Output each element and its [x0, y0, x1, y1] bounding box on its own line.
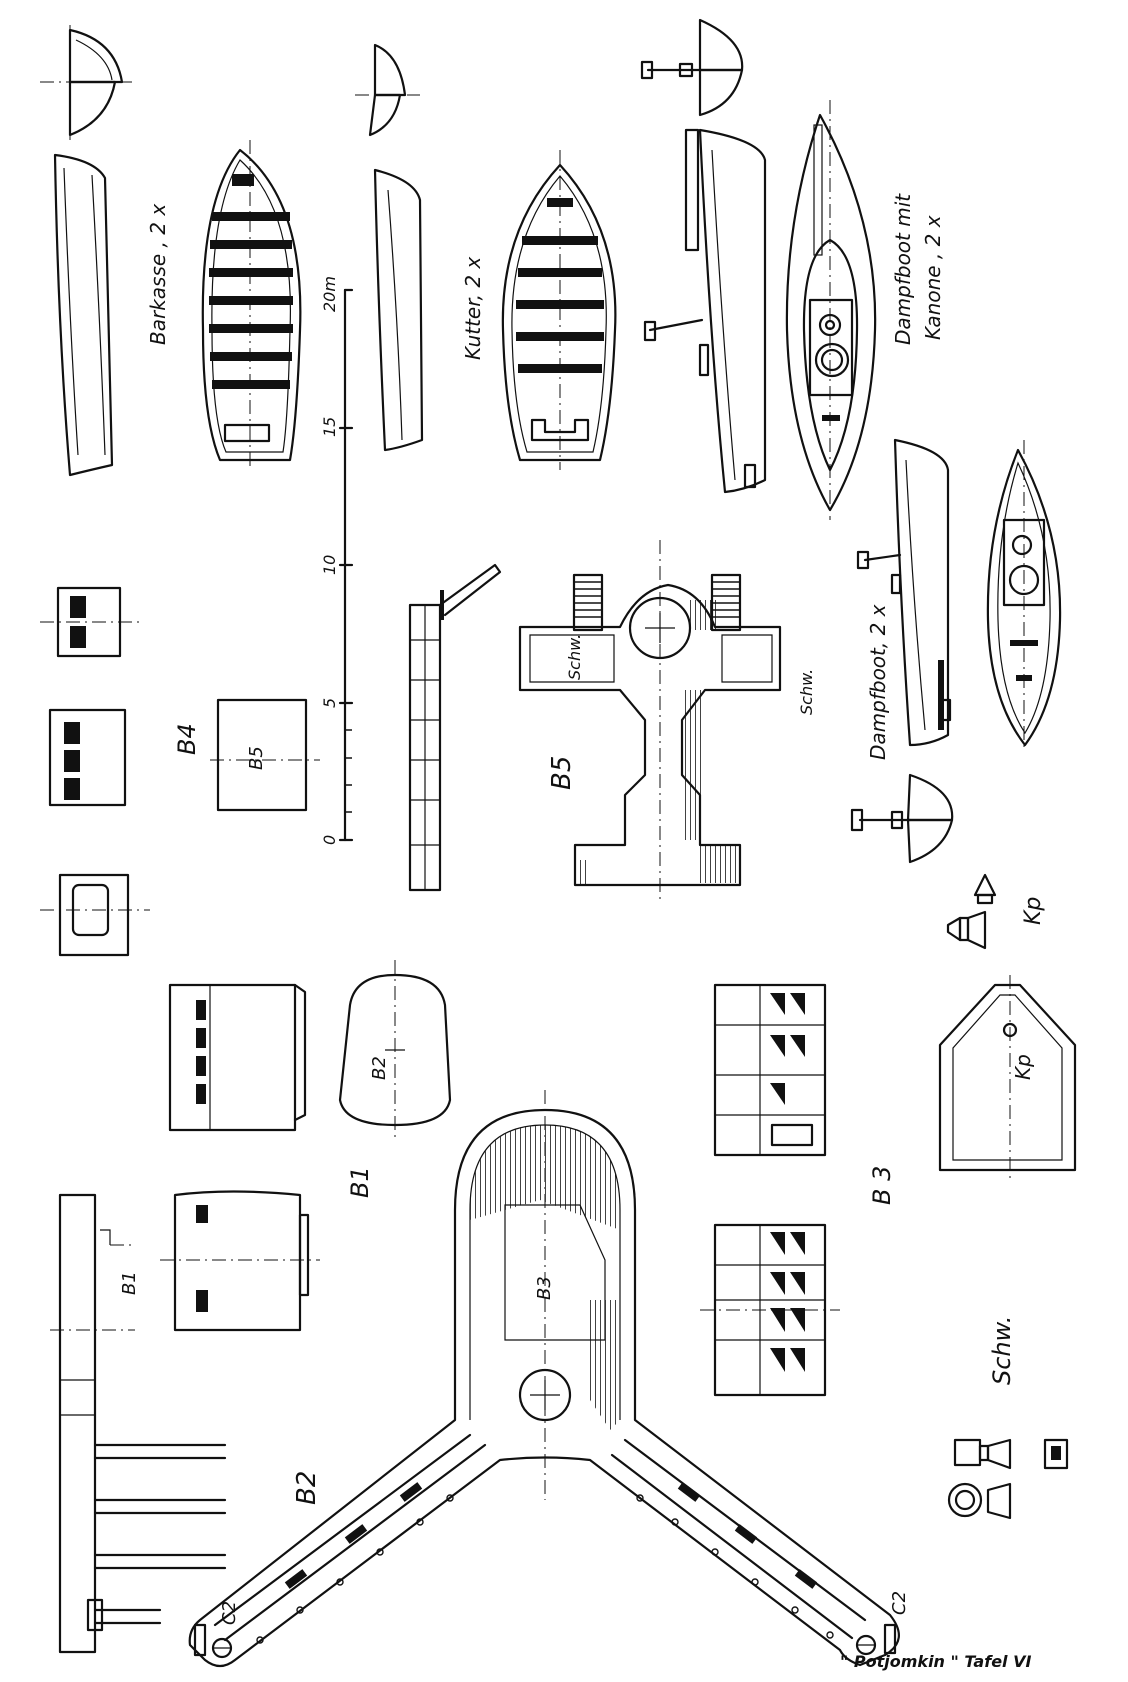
label-kp-fittings: Kp — [1021, 897, 1046, 925]
label-b5-panel: B5 — [246, 746, 267, 770]
kutter-plan-view — [501, 150, 617, 470]
barkasse-plan-view — [201, 140, 302, 470]
b1-hull-side — [50, 1193, 227, 1654]
scale-tick-20m: 20m — [320, 276, 339, 312]
label-b2: B2 — [292, 1471, 322, 1505]
barkasse-side-view — [53, 153, 114, 477]
scale-tick-10: 10 — [320, 555, 339, 575]
label-b3-part: B3 — [534, 1276, 555, 1300]
label-dampfboot-kanone-line1: Dampfboot mit — [891, 193, 915, 345]
kutter-side-view — [373, 168, 424, 452]
label-kutter: Kutter, 2 x — [461, 257, 485, 360]
label-b4: B4 — [173, 723, 201, 755]
dampfboot-plan-view — [986, 440, 1062, 750]
b3-deckhouse-lower — [700, 1223, 840, 1397]
plate-caption: " Potjomkin " Tafel VI — [840, 1652, 1031, 1671]
b5-bridge-plan — [518, 540, 782, 900]
label-b3: B 3 — [868, 1166, 896, 1205]
b5-stairs-left — [572, 573, 604, 632]
label-b5-schw-right: Schw. — [797, 669, 816, 715]
b4-window-panel-b — [48, 708, 127, 807]
scale-tick-15: 15 — [320, 417, 339, 437]
dampfboot-side-view — [856, 438, 952, 747]
b5-panel — [210, 698, 320, 812]
b3-deckhouse-upper — [713, 983, 827, 1157]
dampfboot-kanone-plan-view — [785, 100, 877, 520]
label-b1-hull: B1 — [119, 1271, 140, 1295]
b4-window-panel-c — [40, 873, 150, 957]
b5-stairs-right — [710, 573, 742, 632]
label-dampfboot-kanone-line2: Kanone , 2 x — [921, 215, 945, 340]
label-b2-cap: B2 — [369, 1056, 390, 1080]
dampfboot-kanone-section-view — [640, 18, 744, 117]
b1-deckhouse-a — [168, 983, 307, 1132]
barkasse-section-view — [40, 25, 135, 140]
label-b5-schw-left: Schw. — [565, 634, 584, 680]
dampfboot-section-view — [850, 773, 954, 864]
label-barkasse: Barkasse , 2 x — [146, 204, 170, 345]
kp-fittings — [946, 873, 997, 950]
b2-cap — [338, 960, 452, 1140]
label-c2-right: C2 — [889, 1591, 910, 1615]
label-b5: B5 — [547, 756, 577, 790]
scale-tick-0: 0 — [320, 835, 339, 845]
b4-window-panel-a — [40, 586, 140, 658]
label-schw: Schw. — [988, 1316, 1016, 1385]
label-b1: B1 — [346, 1166, 374, 1198]
b1-deckhouse-b — [160, 1190, 320, 1332]
kutter-section-view — [355, 43, 420, 137]
b2-main-bridge-plan — [188, 1090, 900, 1668]
schw-fittings — [947, 1438, 1069, 1520]
dampfboot-kanone-side-view — [643, 128, 767, 494]
label-dampfboot: Dampfboot, 2 x — [866, 604, 890, 760]
scale-tick-5: 5 — [320, 698, 339, 708]
label-c2-left: C2 — [219, 1601, 240, 1625]
scale-bar — [338, 288, 354, 842]
label-kp-plate: Kp — [1011, 1054, 1035, 1080]
ladder-rail-strip — [408, 563, 502, 892]
b3-roof-plate — [938, 975, 1077, 1180]
